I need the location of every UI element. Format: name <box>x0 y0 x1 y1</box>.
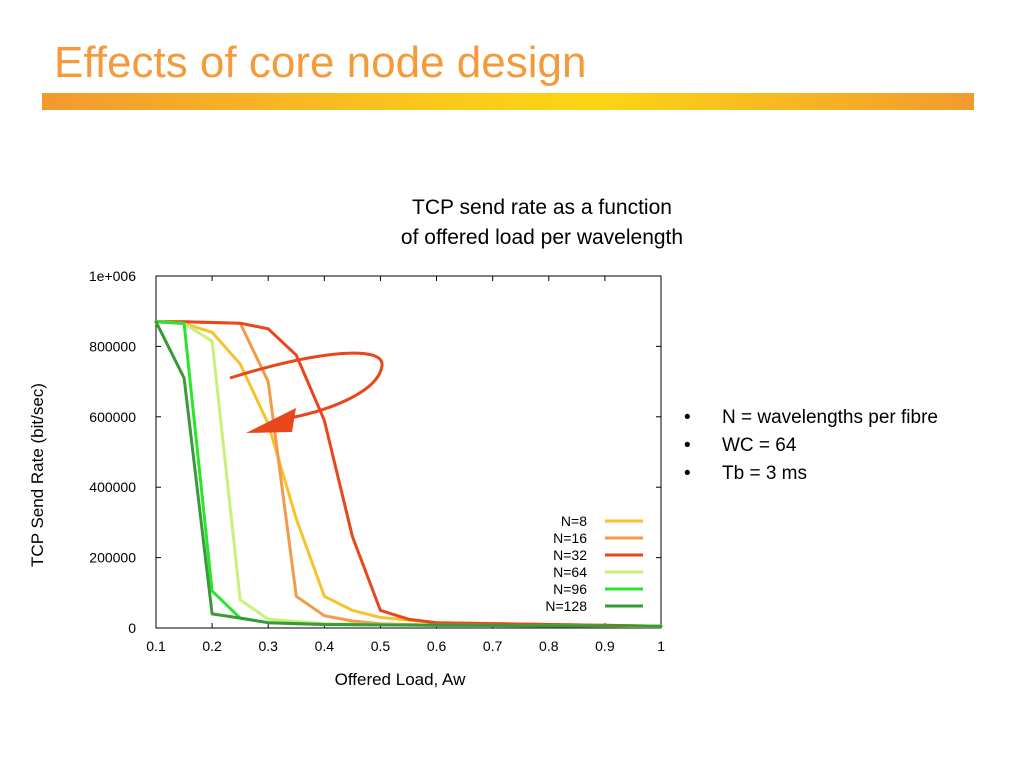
x-tick-label: 0.8 <box>539 638 559 654</box>
legend-label: N=32 <box>553 547 587 563</box>
x-tick-label: 0.6 <box>427 638 447 654</box>
x-tick-label: 0.5 <box>371 638 391 654</box>
series-line <box>154 320 663 628</box>
series-lines <box>154 320 663 629</box>
title-underline-bar <box>42 93 974 110</box>
legend: N=8N=16N=32N=64N=96N=128 <box>545 513 643 614</box>
series-line <box>154 320 663 628</box>
plot-frame <box>155 275 662 629</box>
x-tick-label: 0.3 <box>258 638 278 654</box>
note-item: • WC = 64 <box>680 432 938 460</box>
slide-title: Effects of core node design <box>54 38 587 87</box>
series-line <box>154 320 663 628</box>
note-text: N = wavelengths per fibre <box>722 407 938 428</box>
x-axis-label: Offered Load, Aw <box>335 670 466 689</box>
x-tick-label: 1 <box>657 638 665 654</box>
note-item: • N = wavelengths per fibre <box>680 404 938 432</box>
chart-title-line-2: of offered load per wavelength <box>401 226 683 249</box>
bullet-icon: • <box>684 407 691 428</box>
note-text: Tb = 3 ms <box>722 463 807 484</box>
note-text: WC = 64 <box>722 435 797 456</box>
chart-title-line-1: TCP send rate as a function <box>412 196 672 219</box>
x-tick-label: 0.2 <box>202 638 222 654</box>
axis-tick-labels: 0.1 0.2 0.3 0.4 0.5 0.6 0.7 0.8 0.9 1 0 200000 40000… <box>89 268 665 654</box>
x-tick-label: 0.7 <box>483 638 503 654</box>
x-tick-label: 0.1 <box>146 638 166 654</box>
legend-label: N=96 <box>553 581 587 597</box>
legend-label: N=128 <box>545 598 587 614</box>
trend-arrow-head <box>246 408 296 433</box>
y-tick-label: 400000 <box>89 479 136 495</box>
x-tick-label: 0.9 <box>595 638 615 654</box>
bullet-icon: • <box>684 463 691 484</box>
legend-label: N=64 <box>553 564 587 580</box>
legend-label: N=8 <box>561 513 587 529</box>
trend-arrow <box>229 351 384 433</box>
y-tick-label: 800000 <box>89 338 136 354</box>
y-tick-label: 600000 <box>89 409 136 425</box>
notes-list: • N = wavelengths per fibre • WC = 64 • Tb … <box>680 404 938 488</box>
y-axis-label: TCP Send Rate (bit/sec) <box>28 383 47 567</box>
y-tick-label: 200000 <box>89 550 136 566</box>
y-tick-label: 1e+006 <box>89 268 136 284</box>
note-item: • Tb = 3 ms <box>680 460 938 488</box>
x-tick-label: 0.4 <box>315 638 335 654</box>
y-tick-label: 0 <box>128 620 136 636</box>
bullet-icon: • <box>684 435 691 456</box>
legend-label: N=16 <box>553 530 587 546</box>
chart-title: TCP send rate as a function of offered l… <box>401 196 683 249</box>
trend-arrow-curve <box>229 351 384 420</box>
